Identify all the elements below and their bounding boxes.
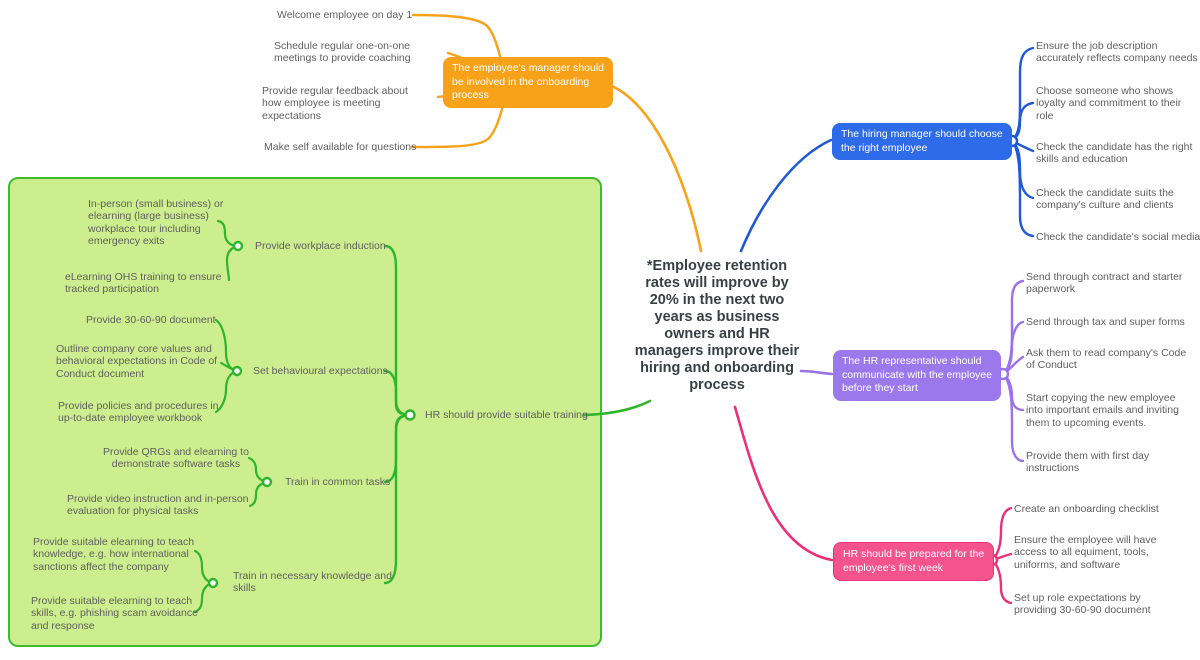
- branch-node-first-week[interactable]: HR should be prepared for the employee's…: [833, 542, 995, 581]
- leaf-node[interactable]: Ensure the employee will have access to …: [1014, 534, 1157, 571]
- connector-curve: [1010, 139, 1035, 238]
- connector-curve: [1001, 320, 1025, 376]
- junction-dot: [231, 365, 243, 377]
- connector-curve: [383, 369, 412, 417]
- leaf-node[interactable]: Provide them with first day instructions: [1026, 450, 1150, 475]
- sub-branch-node[interactable]: Train in common tasks: [285, 476, 391, 488]
- connector-curve: [383, 413, 412, 585]
- leaf-node[interactable]: Provide regular feedback about how emplo…: [262, 85, 408, 122]
- connector-curve: [799, 369, 834, 376]
- training-branch-boundary: [8, 177, 602, 647]
- connector-curve: [1001, 372, 1025, 463]
- connector-curve: [225, 244, 240, 282]
- hr-rep-branch-connectors: [799, 279, 1025, 463]
- leaf-node[interactable]: Create an onboarding checklist: [1014, 503, 1159, 515]
- junction-dot: [207, 577, 219, 589]
- branch-node-manager[interactable]: The employee's manager should be involve…: [443, 57, 614, 108]
- connector-curve: [193, 549, 215, 585]
- leaf-node[interactable]: Choose someone who shows loyalty and com…: [1036, 85, 1182, 122]
- connector-curve: [193, 581, 215, 614]
- first-week-branch-connectors: [733, 405, 1013, 605]
- connector-curve: [1010, 101, 1035, 143]
- connector-curve: [248, 480, 269, 508]
- leaf-node[interactable]: Set up role expectations by providing 30…: [1014, 592, 1151, 617]
- central-topic[interactable]: *Employee retention rates will improve b…: [634, 258, 800, 393]
- sub-branch-node[interactable]: Set behavioural expectations: [253, 365, 388, 377]
- leaf-node[interactable]: Provide suitable elearning to teach skil…: [31, 595, 198, 632]
- leaf-node[interactable]: Ensure the job description accurately re…: [1036, 40, 1198, 65]
- leaf-node[interactable]: In-person (small business) or elearning …: [88, 198, 224, 248]
- leaf-node[interactable]: Provide suitable elearning to teach know…: [33, 536, 195, 573]
- connector-curve: [582, 399, 652, 417]
- leaf-node[interactable]: Ask them to read company's Code of Condu…: [1026, 347, 1187, 372]
- connector-curve: [216, 219, 240, 248]
- junction-dot: [404, 409, 416, 421]
- leaf-node[interactable]: Make self available for questions: [264, 141, 417, 153]
- leaf-node[interactable]: Send through contract and starter paperw…: [1026, 271, 1183, 296]
- leaf-node[interactable]: Send through tax and super forms: [1026, 316, 1185, 328]
- branch-node-hiring[interactable]: The hiring manager should choose the rig…: [832, 123, 1012, 160]
- leaf-node[interactable]: Provide video instruction and in-person …: [67, 493, 249, 518]
- leaf-node[interactable]: Provide QRGs and elearning to demonstrat…: [103, 446, 249, 471]
- connector-curve: [214, 369, 239, 414]
- connector-curve: [601, 81, 703, 253]
- connector-curve: [383, 244, 412, 417]
- training-branch-connectors: [193, 219, 652, 614]
- junction-dot: [232, 240, 244, 252]
- leaf-node[interactable]: Check the candidate's social media: [1036, 231, 1200, 243]
- junction-dot: [261, 476, 273, 488]
- connector-curve: [1010, 46, 1035, 143]
- leaf-node[interactable]: eLearning OHS training to ensure tracked…: [65, 271, 222, 296]
- connector-curve: [247, 456, 269, 484]
- connector-curve: [214, 318, 239, 373]
- sub-branch-node[interactable]: Train in necessary knowledge and skills: [233, 570, 392, 595]
- leaf-node[interactable]: Outline company core values and behavior…: [56, 343, 218, 380]
- leaf-node[interactable]: Check the candidate suits the company's …: [1036, 187, 1174, 212]
- connector-curve: [990, 558, 1013, 605]
- sub-branch-node[interactable]: Provide workplace induction: [255, 240, 386, 252]
- leaf-node[interactable]: Welcome employee on day 1: [277, 9, 413, 21]
- leaf-node[interactable]: Provide 30-60-90 document: [86, 314, 216, 326]
- manager-branch-connectors: [410, 13, 703, 253]
- connector-curve: [739, 138, 833, 253]
- connector-curve: [733, 405, 834, 562]
- branch-node-hr-rep[interactable]: The HR representative should communicate…: [833, 350, 1001, 401]
- leaf-node[interactable]: Provide policies and procedures in up-to…: [58, 400, 219, 425]
- branch-node-training[interactable]: HR should provide suitable training: [425, 409, 588, 421]
- connector-curve: [990, 506, 1013, 562]
- leaf-node[interactable]: Schedule regular one-on-one meetings to …: [274, 40, 411, 65]
- leaf-node[interactable]: Check the candidate has the right skills…: [1036, 141, 1193, 166]
- leaf-node[interactable]: Start copying the new employee into impo…: [1026, 392, 1179, 429]
